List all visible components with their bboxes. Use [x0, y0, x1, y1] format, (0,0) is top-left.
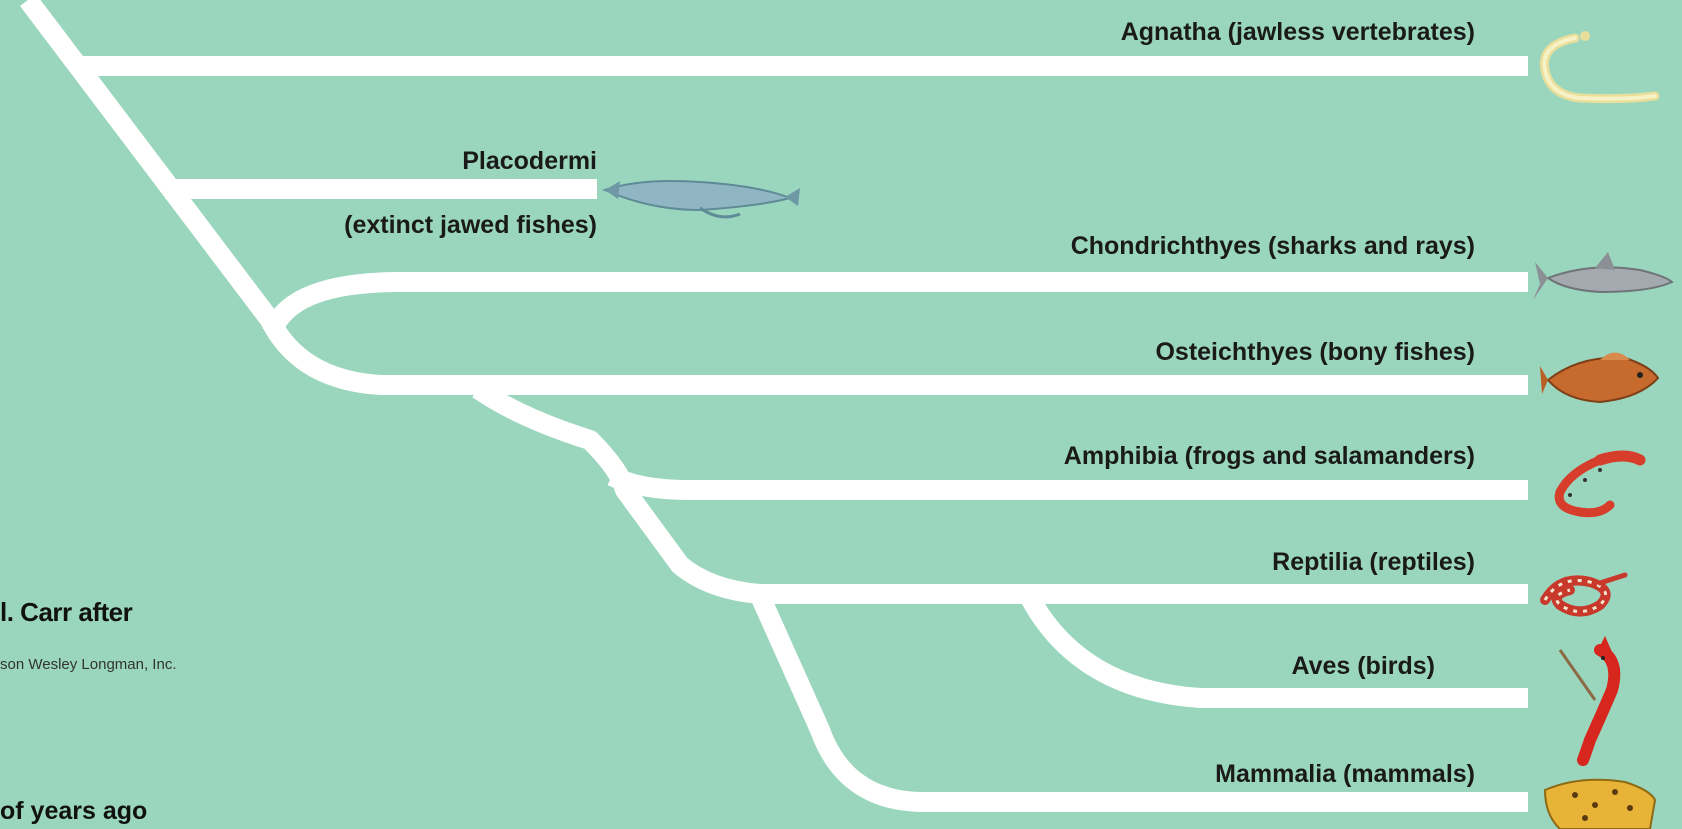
label-reptilia: Reptilia (reptiles) [1272, 548, 1475, 577]
leopard-icon [1545, 780, 1655, 829]
label-placodermi: Placodermi [462, 147, 597, 176]
snake-icon [1545, 575, 1625, 612]
lamprey-icon [1544, 31, 1655, 99]
cardinal-bird-icon [1560, 636, 1614, 760]
bony-fish-icon [1540, 353, 1658, 403]
label-mammalia: Mammalia (mammals) [1215, 760, 1475, 789]
label-osteichthyes: Osteichthyes (bony fishes) [1155, 338, 1475, 367]
placoderm-fish-icon [605, 181, 800, 217]
label-placodermi-sub: (extinct jawed fishes) [344, 211, 597, 240]
axis-label-fragment: of years ago [0, 797, 147, 826]
credit-line-1: l. Carr after [0, 597, 132, 628]
aves-branch [1030, 598, 1528, 698]
salamander-icon [1559, 456, 1640, 513]
label-aves: Aves (birds) [1291, 652, 1435, 681]
shark-icon [1533, 252, 1672, 300]
label-chondrichthyes: Chondrichthyes (sharks and rays) [1071, 232, 1475, 261]
title-fragment [140, 0, 990, 8]
amphibia-branch [612, 476, 1528, 490]
label-agnatha: Agnatha (jawless vertebrates) [1121, 18, 1475, 47]
chondrichthyes-branch [272, 282, 1528, 332]
credit-line-2: son Wesley Longman, Inc. [0, 656, 176, 673]
label-amphibia: Amphibia (frogs and salamanders) [1064, 442, 1475, 471]
